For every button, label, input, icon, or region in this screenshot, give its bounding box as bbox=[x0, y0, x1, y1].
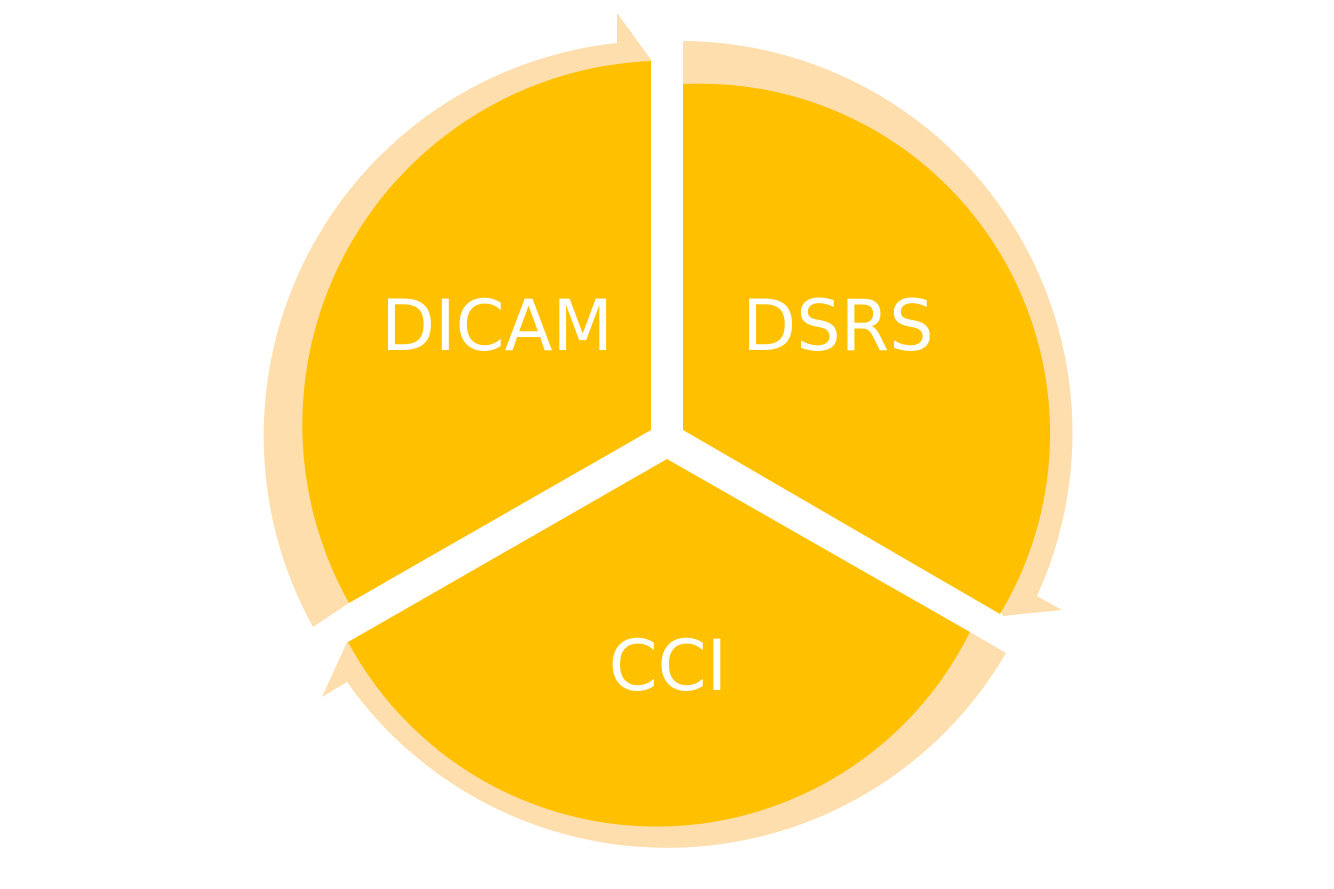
cycle-arrow-dsrs bbox=[683, 41, 1073, 616]
segments bbox=[302, 61, 1051, 827]
segment-dicam bbox=[302, 61, 651, 603]
segment-labels: DICAM DSRS CCI bbox=[381, 285, 934, 707]
segment-cci bbox=[348, 459, 970, 827]
segment-dsrs bbox=[683, 83, 1051, 614]
segment-label-dsrs: DSRS bbox=[742, 285, 933, 367]
segment-label-dicam: DICAM bbox=[381, 285, 613, 367]
cycle-arrow-cci bbox=[322, 632, 1006, 848]
segment-label-cci: CCI bbox=[609, 625, 727, 707]
